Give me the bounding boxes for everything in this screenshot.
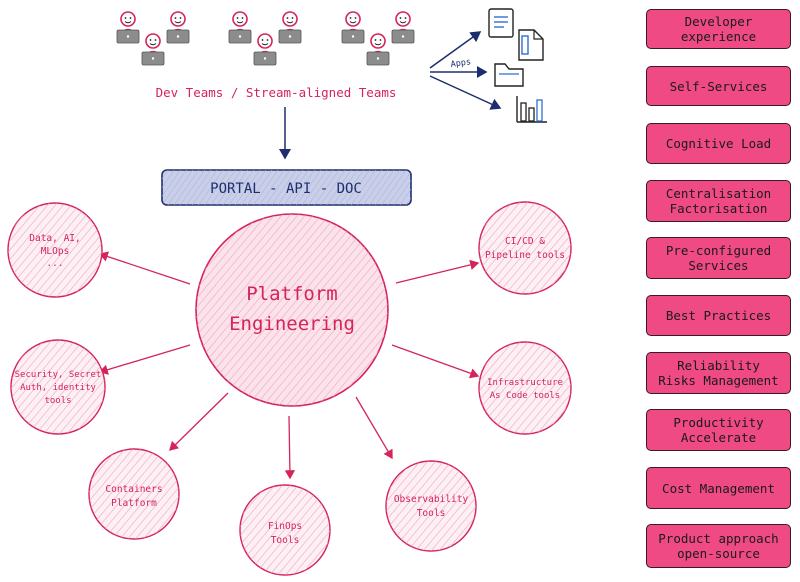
arrow-to-cicd <box>395 259 480 284</box>
tool-label: Security, Secret <box>15 370 102 380</box>
arrow-to-data <box>98 251 191 285</box>
portal-label: PORTAL - API - DOC <box>210 181 362 197</box>
developer-icon <box>341 11 365 44</box>
arrow-to-finops <box>284 415 296 480</box>
teams-label: Dev Teams / Stream-aligned Teams <box>156 85 397 100</box>
arrow-to-observability <box>355 396 393 460</box>
developer-icon <box>116 11 140 44</box>
benefit-badge: Productivity Accelerate <box>646 409 791 451</box>
apps-label: Apps <box>450 57 472 70</box>
arrow-to-containers <box>169 392 229 451</box>
tool-circle-cicd: CI/CD & Pipeline tools <box>478 201 572 295</box>
tool-circle-finops: FinOps Tools <box>239 484 331 576</box>
tool-label: MLOps <box>41 246 70 257</box>
tool-circle-infra: Infrastructure As Code tools <box>478 341 572 435</box>
tool-label: CI/CD & <box>505 236 545 247</box>
hub-title-line2: Engineering <box>229 313 355 335</box>
developer-icon <box>141 33 165 66</box>
developer-icon <box>166 11 190 44</box>
benefit-badge: Centralisation Factorisation <box>646 180 791 222</box>
spoke-arrows <box>98 251 480 480</box>
dev-team-group-3 <box>341 11 415 66</box>
folder-icon <box>494 63 524 87</box>
developer-icon <box>366 33 390 66</box>
benefit-badge: Best Practices <box>646 295 791 336</box>
tool-label: Tools <box>417 508 446 519</box>
document-icon <box>488 8 514 38</box>
dev-team-group-1 <box>116 11 190 66</box>
apps-arrow-3 <box>429 75 502 110</box>
tool-label: Containers <box>105 484 162 495</box>
platform-engineering-hub: Platform Engineering <box>195 213 389 407</box>
developer-icon <box>391 11 415 44</box>
tool-label: Infrastructure <box>487 378 563 388</box>
benefit-badge: Product approach open-source <box>646 524 791 568</box>
benefit-badge: Self-Services <box>646 66 791 106</box>
benefit-badge: Pre-configured Services <box>646 237 791 279</box>
arrow-to-infra <box>391 344 480 379</box>
developer-icon <box>253 33 277 66</box>
tool-label: FinOps <box>268 521 302 532</box>
developer-icon <box>228 11 252 44</box>
tool-label: Observability <box>394 494 469 505</box>
tool-label: Pipeline tools <box>485 250 565 261</box>
dev-team-group-2 <box>228 11 302 66</box>
portal-bar: PORTAL - API - DOC <box>161 169 412 206</box>
hub-title-line1: Platform <box>246 283 338 305</box>
tool-circle-security: Security, Secret Auth, identity tools <box>10 339 106 435</box>
benefit-badge: Cost Management <box>646 467 791 509</box>
tool-label: Tools <box>271 535 300 546</box>
bar-chart-icon <box>516 96 547 123</box>
benefit-badge: Cognitive Load <box>646 123 791 164</box>
developer-icon <box>278 11 302 44</box>
benefit-badge: Developer experience <box>646 9 791 49</box>
tool-label: As Code tools <box>490 391 560 401</box>
tool-label: Platform <box>111 498 157 509</box>
tool-circle-containers: Containers Platform <box>88 448 180 540</box>
tool-label: Data, AI, <box>29 233 80 244</box>
tool-label: Auth, identity <box>20 383 96 393</box>
tool-circle-observability: Observability Tools <box>385 460 477 552</box>
benefit-badge: Reliability Risks Management <box>646 352 791 394</box>
arrow-to-security <box>98 344 191 375</box>
tool-label: ... <box>46 258 63 269</box>
apps-arrow-1 <box>429 31 482 69</box>
tool-circle-data: Data, AI, MLOps ... <box>7 202 103 298</box>
file-icon <box>518 29 544 61</box>
tool-label: tools <box>44 396 71 406</box>
